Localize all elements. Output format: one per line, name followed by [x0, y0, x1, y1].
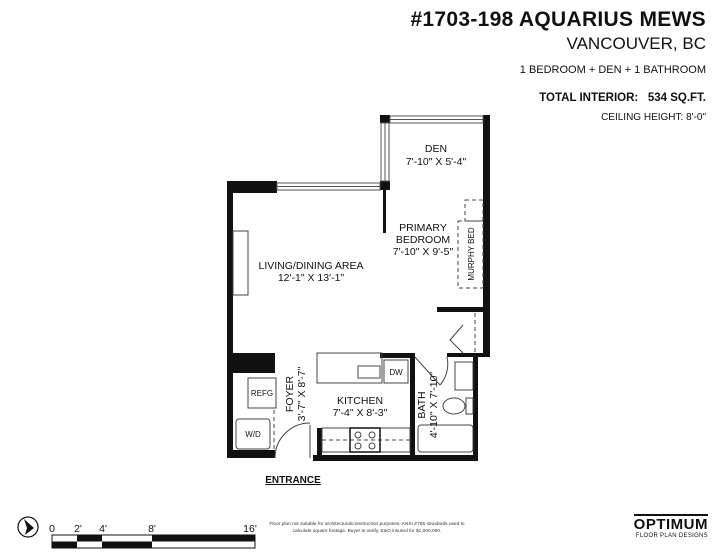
- bedroom-door: [449, 324, 464, 354]
- disclaimer: Floor plan not suitable for architectura…: [269, 522, 465, 534]
- room-summary: 1 BEDROOM + DEN + 1 BATHROOM: [519, 64, 706, 76]
- foyer-label: FOYER: [284, 375, 296, 412]
- murphy-bed-cabinet: [457, 220, 484, 289]
- bath-vanity: [454, 361, 474, 391]
- logo-tagline: FLOOR PLAN DESIGNS: [635, 533, 708, 539]
- kitchen-label: KITCHEN: [337, 395, 383, 407]
- dishwasher: [383, 359, 409, 384]
- stove: [349, 427, 381, 453]
- washer-dryer-label: W/D: [245, 430, 261, 439]
- scale-tick-16: 16': [243, 523, 257, 535]
- bedroom-label-1: PRIMARY: [399, 222, 447, 234]
- bath-size: 4'-10" X 7'-10": [428, 372, 440, 439]
- bedroom-label-2: BEDROOM: [396, 234, 450, 246]
- washer-dryer: [235, 418, 271, 450]
- scale-tick-0: 0: [49, 523, 55, 535]
- total-interior-value: 534 SQ.FT.: [647, 92, 706, 104]
- fridge-label: REFG: [251, 389, 273, 398]
- scale-tick-2: 2': [74, 523, 82, 535]
- murphy-bed-label: MURPHY BED: [467, 227, 476, 280]
- dishwasher-label: DW: [389, 368, 403, 377]
- ceiling-height: CEILING HEIGHT: 8'-0": [601, 112, 706, 123]
- listing-title: #1703-198 AQUARIUS MEWS: [410, 8, 706, 31]
- den-label: DEN: [425, 143, 447, 155]
- entrance-label: ENTRANCE: [265, 475, 321, 486]
- closet: [232, 230, 249, 296]
- optimum-logo: OPTIMUM FLOOR PLAN DESIGNS: [633, 514, 708, 539]
- scale-tick-8: 8': [148, 523, 156, 535]
- listing-city: VANCOUVER, BC: [566, 34, 707, 53]
- bedroom-size: 7'-10" X 9'-5": [393, 246, 454, 258]
- bath-label: BATH: [416, 391, 428, 418]
- entrance-door: [274, 422, 311, 459]
- den-size: 7'-10" X 5'-4": [406, 156, 467, 168]
- fridge: [247, 377, 277, 409]
- windows: [276, 115, 484, 191]
- kitchen-size: 7'-4" X 8'-3": [333, 407, 388, 419]
- foyer-size: 3'-7" X 8'-7": [296, 366, 308, 421]
- north-arrow-icon: [17, 516, 39, 538]
- kitchen-island: [316, 352, 383, 384]
- scale-bar: [51, 534, 256, 549]
- murphy-bed-upper: [464, 199, 484, 222]
- bathtub: [417, 424, 474, 453]
- walls: [227, 115, 490, 461]
- scale-tick-4: 4': [99, 523, 107, 535]
- bath-door: [414, 356, 449, 386]
- logo-name: OPTIMUM: [633, 514, 708, 533]
- living-size: 12'-1" X 13'-1": [278, 272, 345, 284]
- living-label: LIVING/DINING AREA: [258, 260, 363, 272]
- total-interior: TOTAL INTERIOR: 534 SQ.FT.: [539, 92, 706, 104]
- kitchen-sink: [357, 365, 381, 379]
- total-interior-label: TOTAL INTERIOR:: [539, 92, 639, 104]
- toilet: [442, 397, 466, 415]
